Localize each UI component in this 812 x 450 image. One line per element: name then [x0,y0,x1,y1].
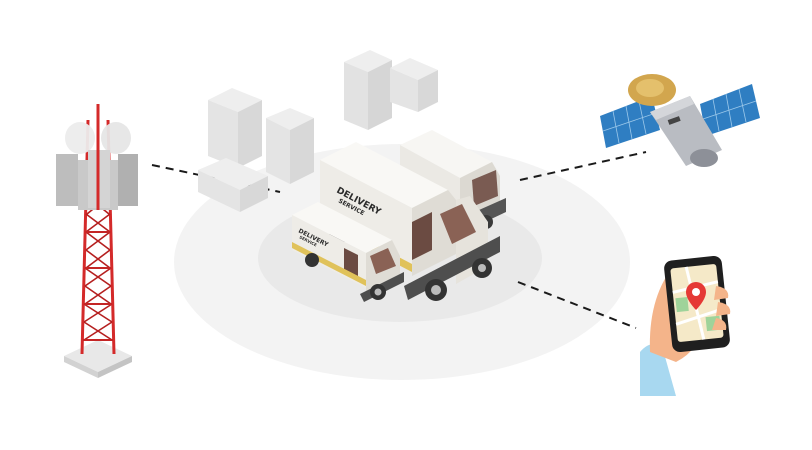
hand-holding-phone [640,256,731,396]
satellite-icon [600,74,760,167]
phone-connection-line [517,281,637,329]
tower-connection-line [151,164,281,193]
satellite-connection-line [519,151,647,181]
map-pin-icon [686,282,706,310]
connection-lines [151,151,647,329]
delivery-truck-large: DELIVERY SERVICE [320,142,500,301]
delivery-van-small: DELIVERY SERVICE [292,202,404,302]
cardboard-boxes-icon [198,50,438,212]
cell-tower-icon [56,104,138,378]
